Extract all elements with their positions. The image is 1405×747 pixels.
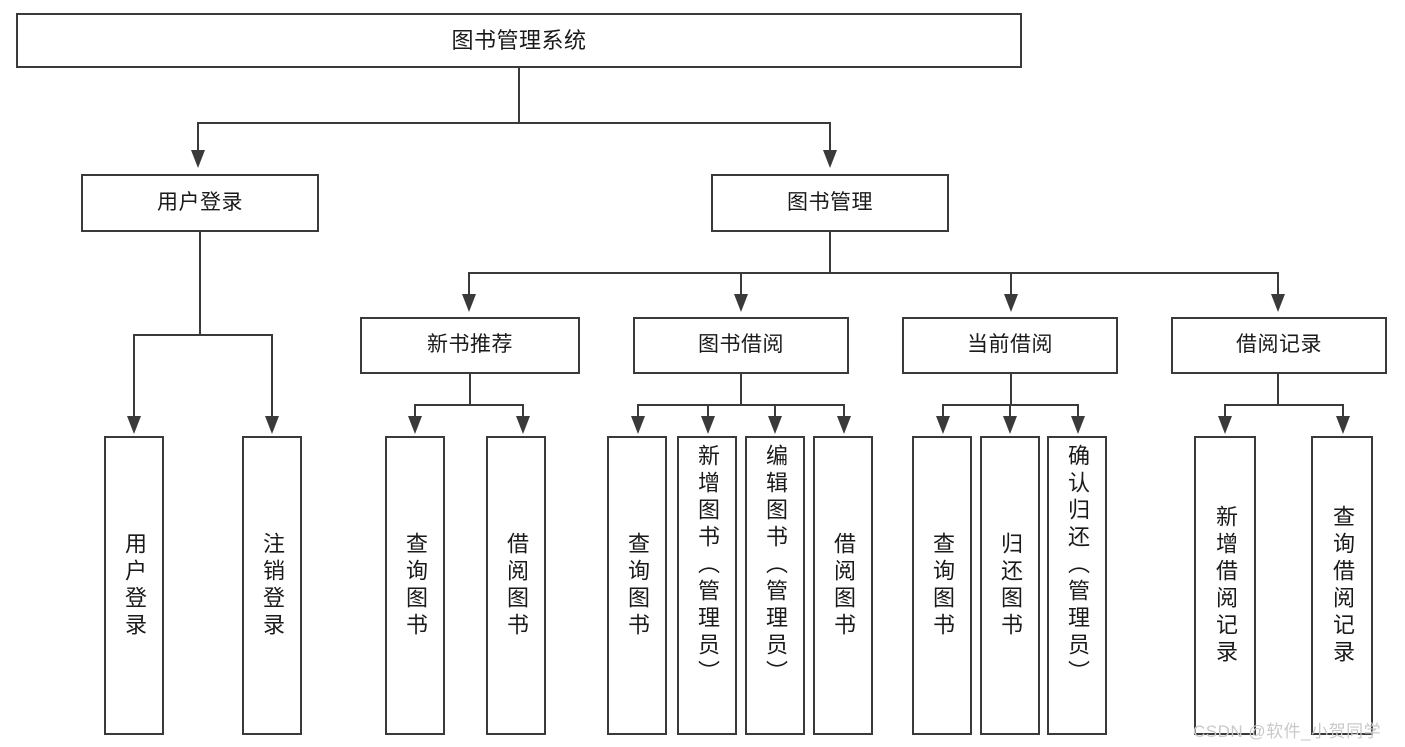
- connector-user-login-stem: [199, 232, 201, 336]
- connector-bb-to-leaf-2: [707, 404, 709, 418]
- arrowhead-br-to-leaf-2: [1336, 416, 1350, 434]
- node-label: 借阅图书: [831, 531, 856, 640]
- node-label: 图书管理: [787, 190, 873, 214]
- connector-root-to-book-management: [829, 122, 831, 152]
- node-book-borrow[interactable]: 图书借阅: [633, 317, 849, 374]
- arrowhead-cb-to-leaf-2: [1003, 416, 1017, 434]
- node-book-management[interactable]: 图书管理: [711, 174, 949, 232]
- connector-cb-to-leaf-2: [1009, 404, 1011, 418]
- node-new-book-recommend[interactable]: 新书推荐: [360, 317, 580, 374]
- arrowhead-root-to-book-management: [823, 150, 837, 168]
- connector-bb-to-leaf-3: [774, 404, 776, 418]
- node-label: 用户登录: [122, 531, 147, 640]
- connector-root-stem: [518, 68, 520, 123]
- connector-bm-to-book-borrow: [740, 272, 742, 296]
- node-label: 归还图书: [998, 531, 1023, 640]
- node-label: 新书推荐: [427, 333, 513, 357]
- node-leaf-query-book-1[interactable]: 查询图书: [385, 436, 445, 735]
- arrowhead-new-book-to-leaf-1: [408, 416, 422, 434]
- node-label: 新增图书（管理员）: [695, 444, 720, 687]
- node-label: 查询图书: [930, 531, 955, 640]
- node-label: 查询图书: [403, 531, 428, 640]
- node-label: 图书借阅: [698, 333, 784, 357]
- connector-bm-to-new-book: [468, 272, 470, 296]
- arrowhead-user-login-to-leaf-2: [265, 416, 279, 434]
- connector-new-book-stem: [469, 374, 471, 406]
- node-label: 借阅记录: [1236, 333, 1322, 357]
- node-leaf-add-book[interactable]: 新增图书（管理员）: [677, 436, 737, 735]
- node-label: 图书管理系统: [451, 27, 587, 53]
- node-label: 查询借阅记录: [1330, 504, 1355, 667]
- node-label: 编辑图书（管理员）: [763, 444, 788, 687]
- node-label: 注销登录: [260, 531, 285, 640]
- arrowhead-cb-to-leaf-3: [1071, 416, 1085, 434]
- node-current-borrow[interactable]: 当前借阅: [902, 317, 1118, 374]
- connector-book-borrow-bus: [637, 404, 845, 406]
- connector-user-login-bus: [133, 334, 273, 336]
- connector-new-book-to-leaf-1: [414, 404, 416, 418]
- arrowhead-bb-to-leaf-1: [631, 416, 645, 434]
- arrowhead-bm-to-new-book: [462, 294, 476, 312]
- arrowhead-bb-to-leaf-2: [701, 416, 715, 434]
- node-leaf-borrow-book-2[interactable]: 借阅图书: [813, 436, 873, 735]
- arrowhead-br-to-leaf-1: [1218, 416, 1232, 434]
- connector-cb-to-leaf-1: [942, 404, 944, 418]
- node-leaf-query-book-2[interactable]: 查询图书: [607, 436, 667, 735]
- node-root-system[interactable]: 图书管理系统: [16, 13, 1022, 68]
- connector-book-management-stem: [829, 232, 831, 274]
- node-label: 查询图书: [625, 531, 650, 640]
- arrowhead-new-book-to-leaf-2: [516, 416, 530, 434]
- connector-bb-to-leaf-1: [637, 404, 639, 418]
- arrowhead-bb-to-leaf-3: [768, 416, 782, 434]
- connector-borrow-record-bus: [1224, 404, 1344, 406]
- arrowhead-bb-to-leaf-4: [837, 416, 851, 434]
- node-label: 借阅图书: [504, 531, 529, 640]
- arrowhead-cb-to-leaf-1: [936, 416, 950, 434]
- node-user-login[interactable]: 用户登录: [81, 174, 319, 232]
- connector-bm-to-current-borrow: [1010, 272, 1012, 296]
- arrowhead-bm-to-book-borrow: [734, 294, 748, 312]
- node-leaf-borrow-book-1[interactable]: 借阅图书: [486, 436, 546, 735]
- node-leaf-add-record[interactable]: 新增借阅记录: [1194, 436, 1256, 735]
- node-leaf-logout-login[interactable]: 注销登录: [242, 436, 302, 735]
- node-leaf-edit-book[interactable]: 编辑图书（管理员）: [745, 436, 805, 735]
- connector-borrow-record-stem: [1277, 374, 1279, 406]
- node-label: 当前借阅: [967, 333, 1053, 357]
- connector-cb-to-leaf-3: [1077, 404, 1079, 418]
- arrowhead-root-to-user-login: [191, 150, 205, 168]
- node-label: 用户登录: [157, 190, 243, 214]
- node-leaf-query-record[interactable]: 查询借阅记录: [1311, 436, 1373, 735]
- connector-current-borrow-stem: [1010, 374, 1012, 406]
- connector-br-to-leaf-2: [1342, 404, 1344, 418]
- connector-new-book-to-leaf-2: [522, 404, 524, 418]
- connector-book-borrow-stem: [740, 374, 742, 406]
- node-leaf-query-book-3[interactable]: 查询图书: [912, 436, 972, 735]
- node-leaf-return-book[interactable]: 归还图书: [980, 436, 1040, 735]
- connector-root-to-user-login: [197, 122, 199, 152]
- node-label: 新增借阅记录: [1213, 504, 1238, 667]
- connector-bm-to-borrow-record: [1277, 272, 1279, 296]
- node-borrow-record[interactable]: 借阅记录: [1171, 317, 1387, 374]
- arrowhead-bm-to-borrow-record: [1271, 294, 1285, 312]
- arrowhead-user-login-to-leaf-1: [127, 416, 141, 434]
- node-label: 确认归还（管理员）: [1065, 444, 1090, 687]
- connector-book-management-bus: [468, 272, 1278, 274]
- csdn-watermark: CSDN @软件_小贺同学: [1193, 722, 1382, 741]
- connector-br-to-leaf-1: [1224, 404, 1226, 418]
- node-leaf-user-login[interactable]: 用户登录: [104, 436, 164, 735]
- connector-root-bus: [197, 122, 831, 124]
- connector-user-login-to-leaf-1: [133, 334, 135, 418]
- connector-user-login-to-leaf-2: [271, 334, 273, 418]
- connector-bb-to-leaf-4: [843, 404, 845, 418]
- connector-new-book-bus: [414, 404, 524, 406]
- node-leaf-confirm-return[interactable]: 确认归还（管理员）: [1047, 436, 1107, 735]
- arrowhead-bm-to-current-borrow: [1004, 294, 1018, 312]
